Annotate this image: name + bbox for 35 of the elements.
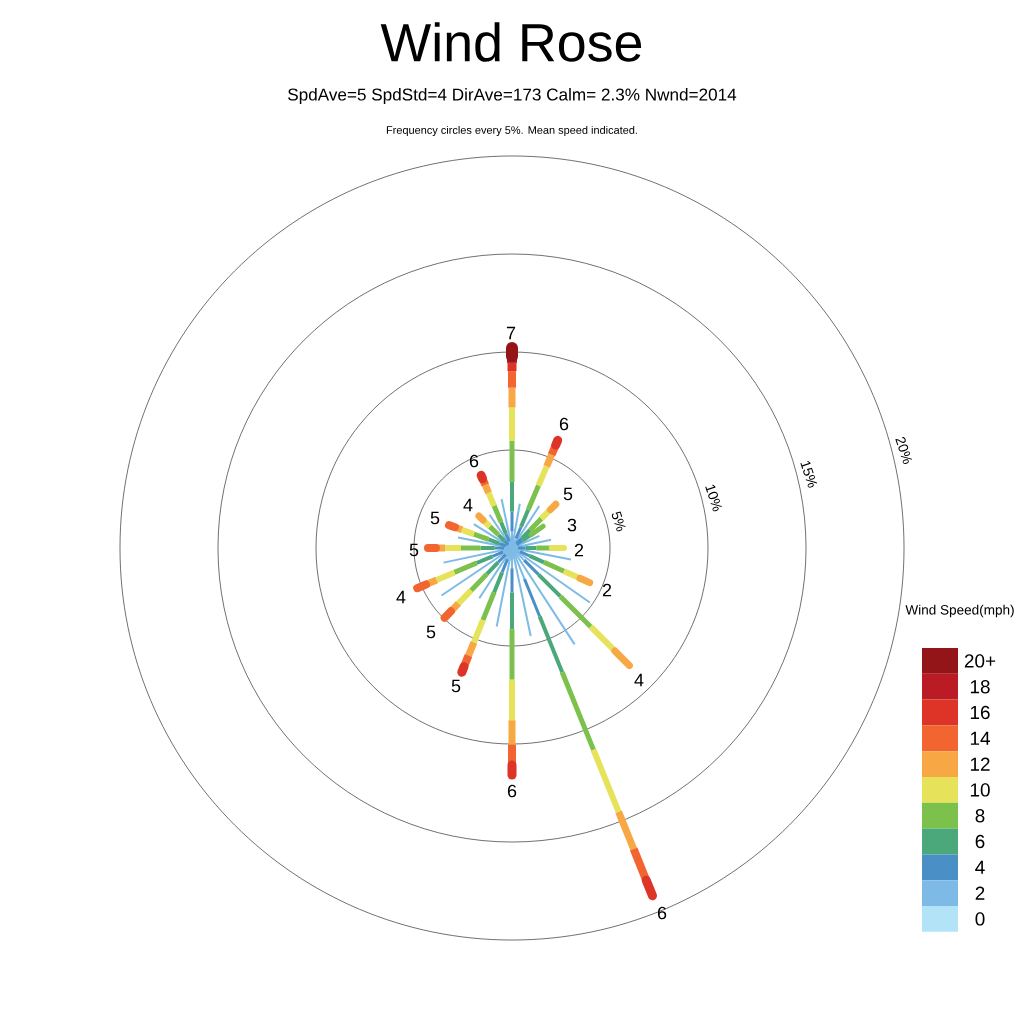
legend-title: Wind Speed(mph)	[905, 604, 1014, 618]
ring-label: 15%	[800, 461, 818, 488]
speed-label: 5	[426, 625, 436, 639]
speed-label: 7	[506, 326, 516, 340]
title: Wind Rose	[380, 22, 642, 62]
legend-label: 12	[970, 757, 990, 771]
speed-label: 5	[451, 679, 461, 693]
note: Frequency circles every 5%. Mean speed indicated.	[386, 125, 637, 137]
legend-label: 16	[970, 705, 990, 720]
legend-label: 8	[975, 809, 985, 823]
speed-label: 4	[634, 673, 644, 687]
speed-label: 4	[396, 590, 406, 604]
speed-label: 5	[430, 511, 440, 525]
ring-label: 20%	[895, 436, 913, 464]
speed-label: 6	[469, 454, 479, 468]
legend-label: 6	[975, 834, 985, 849]
speed-label: 5	[409, 543, 419, 557]
speed-label: 6	[559, 417, 569, 431]
speed-label: 5	[563, 487, 573, 501]
speed-label: 2	[574, 543, 584, 557]
legend-label: 18	[970, 680, 990, 694]
legend-label: 10	[970, 783, 990, 797]
speed-label: 4	[463, 498, 473, 512]
speed-label: 2	[602, 583, 612, 597]
speed-label: 6	[507, 784, 517, 798]
legend-label: 2	[975, 886, 985, 900]
ring-label: 5%	[611, 511, 626, 532]
ring-label: 10%	[705, 484, 722, 512]
legend-label: 0	[975, 912, 985, 926]
legend-label: 4	[975, 860, 985, 874]
legend-label: 14	[970, 731, 990, 745]
speed-label: 6	[657, 906, 667, 920]
legend-label: 20+	[964, 654, 996, 668]
speed-label: 3	[567, 518, 577, 532]
statistics-text: SpdAve=5 SpdStd=4 DirAve=173 Calm= 2.3% Nwnd=2014	[288, 88, 737, 104]
